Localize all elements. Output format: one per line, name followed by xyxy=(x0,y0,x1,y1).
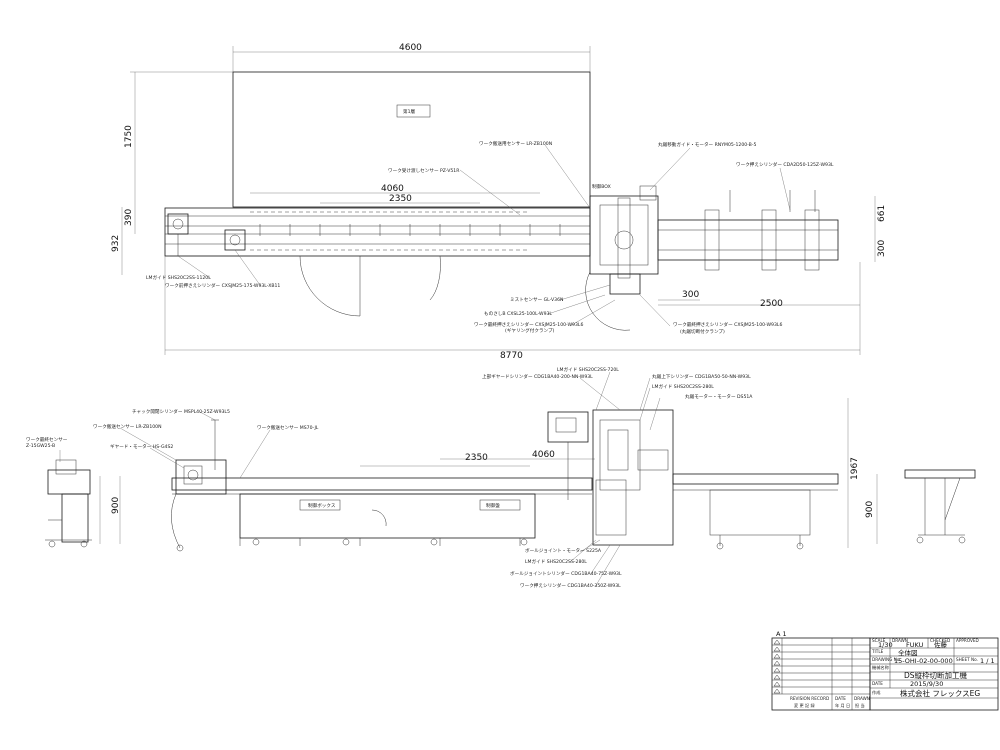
company-label: 作成 xyxy=(872,689,880,696)
checked-label: CHECKED xyxy=(930,638,950,643)
right-unit-table xyxy=(904,469,976,479)
note-lm-guide-280: LMガイド SHS20C2SS-280L xyxy=(652,383,714,390)
dim-932: 932 xyxy=(111,235,121,252)
cutting-tower xyxy=(592,409,674,546)
note-lm-guide-720: LMガイド SHS20C2SS-720L xyxy=(557,366,619,373)
rev-record-label: REVISION RECORD xyxy=(790,696,829,701)
note-front-clamp: ワーク前押さえシリンダー CXSJM25-175-W93L-XB11 xyxy=(165,282,280,289)
plan-view: 第1層 4600 1750 390 932 4060 2350 xyxy=(111,43,887,361)
dim-4600: 4600 xyxy=(399,43,422,53)
outfeed-conveyor xyxy=(657,219,839,261)
drawing-no-value: 15-OHI-02-00-000 xyxy=(894,657,953,665)
control-box-label: 制御BOX xyxy=(592,183,611,190)
drawing-no-label: DRAWING No. xyxy=(872,657,901,662)
operator-panel xyxy=(547,411,589,443)
title-block: A 1 REVISION RECORD 変 更 記 録 DATE 年 月 日 D… xyxy=(771,630,999,711)
date-value: 2015/9/30 xyxy=(910,680,943,688)
note-lm-guide-280b: LMガイド SHS20C2SS-280L xyxy=(525,558,587,565)
dim-2500: 2500 xyxy=(760,299,783,309)
company-value: 株式会社 フレックスEG xyxy=(900,688,980,698)
note-conveyor-sensor-2: ワーク搬送センサー MS70-JL xyxy=(257,424,319,431)
date-col-jp: 年 月 日 xyxy=(835,702,850,709)
dim-1750: 1750 xyxy=(124,125,134,148)
scale-label: SCALE xyxy=(872,638,886,643)
drawn-col-jp: 担 当 xyxy=(855,702,865,709)
note-saw-motor: 丸鋸モーター・モーター DS51A xyxy=(685,393,753,400)
dim-2350-top: 2350 xyxy=(389,194,412,204)
dim-2350-side: 2350 xyxy=(465,453,488,463)
note-chuck-cylinder: チャック開閉シリンダー MSPL40-25Z-W93L5 xyxy=(132,408,230,415)
dim-390: 390 xyxy=(124,209,134,226)
side-box-left-label: 制御ボックス xyxy=(308,502,336,509)
note-conveyor-sensor: ワーク搬送センサー LR-ZB100N xyxy=(93,423,162,430)
machine-value: DS縦枠切断加工機 xyxy=(904,670,968,680)
side-view: 900 制御ボックス 制御盤 2350 4060 xyxy=(26,366,976,589)
side-conveyor-top xyxy=(171,477,593,491)
note-final-clamp-1: ワーク最終押さえシリンダー CXSJM25-100-W93L6 xyxy=(474,321,583,328)
note-saw-lift: 丸鋸上下シリンダー CDG1BA50-50-NN-W93L xyxy=(652,373,751,380)
note-geared-motor: ギヤード・モーター HS-G4S2 xyxy=(110,443,173,450)
dim-900-right: 900 xyxy=(865,501,875,518)
dim-4060-side: 4060 xyxy=(532,450,555,460)
machine-label: 機械名称 xyxy=(872,664,889,671)
note-clamp-cylinder: ワーク押えシリンダー CDA2D50-125Z-W93L xyxy=(736,161,834,168)
infeed-head xyxy=(175,459,227,495)
dim-1967: 1967 xyxy=(850,457,860,480)
note-ball-motor: ボールジョイント・モーター S225A xyxy=(525,547,602,554)
note-sensor-pz: ワーク受け渡しセンサー PZ-V51R xyxy=(388,167,460,174)
note-final-sensor-b: Z-15GW25-B xyxy=(26,443,55,449)
note-final-clamp-1b: (ギヤリング付クランプ) xyxy=(505,327,555,334)
note-lm-guide: LMガイド SHS20C2SS-1120L xyxy=(146,274,211,281)
sheet-value: 1 / 1 xyxy=(980,657,995,665)
drawn-label: DRAWN xyxy=(892,638,908,643)
scale-value: 1/30 xyxy=(878,641,893,649)
note-final-clamp-2: ワーク最終押さえシリンダー CXSJM25-100-W93L6 xyxy=(673,321,782,328)
drawn-value: FUKU xyxy=(906,641,924,649)
conveyor-frame xyxy=(164,207,591,257)
left-unit-head xyxy=(47,469,91,495)
dim-8770: 8770 xyxy=(500,351,523,361)
note-ball-cylinder: ボールジョイントシリンダー CDG1BA40-75Z-W93L xyxy=(510,570,622,577)
note-top-cylinder: 上部ギヤードシリンダー CDG1BA40-200-NN-W93L xyxy=(482,373,593,380)
checked-value: 佐藤 xyxy=(934,640,948,649)
rev-record-jp: 変 更 記 録 xyxy=(794,702,816,709)
note-gauge: ものさしB CXSL25-100L-W93L xyxy=(484,310,552,317)
title-label: TITLE xyxy=(871,649,884,654)
side-frame xyxy=(239,493,536,539)
drawn-col-label: DRAWN xyxy=(854,696,870,701)
outfeed-side-top xyxy=(672,473,839,485)
side-box-right-label: 制御盤 xyxy=(486,502,500,509)
title-value: 全体図 xyxy=(898,648,918,657)
note-saw-guide: 丸鋸移動ガイド・モーター RNYM05-1200-B-5 xyxy=(658,141,756,148)
approved-label: APPROVED xyxy=(956,638,979,643)
room-outline xyxy=(232,71,591,208)
control-panel-box xyxy=(299,499,341,511)
dim-300-right: 300 xyxy=(877,240,887,257)
note-work-clamp: ワーク押えシリンダー CDG1BA40-350Z-W93L xyxy=(520,582,621,589)
dim-4060-top: 4060 xyxy=(381,184,404,194)
note-sensor-lr: ワーク搬送用センサー LR-ZB100N xyxy=(479,140,552,147)
dim-300-bottom: 300 xyxy=(682,290,699,300)
zone-box xyxy=(396,104,431,118)
dim-661: 661 xyxy=(877,205,887,222)
sheet-label: SHEET No. xyxy=(956,657,978,662)
revision-mark: A 1 xyxy=(776,630,787,638)
note-final-sensor: ワーク最終センサー xyxy=(26,436,68,443)
date-col-label: DATE xyxy=(835,696,846,701)
zone-box-label: 第1層 xyxy=(403,108,416,115)
note-final-clamp-2b: (丸鋸切断付クランプ) xyxy=(680,328,725,335)
date-label: DATE xyxy=(872,681,883,686)
note-mist-sensor: ミストセンサー GL-V36N xyxy=(510,297,563,303)
dim-900-left: 900 xyxy=(111,497,121,514)
